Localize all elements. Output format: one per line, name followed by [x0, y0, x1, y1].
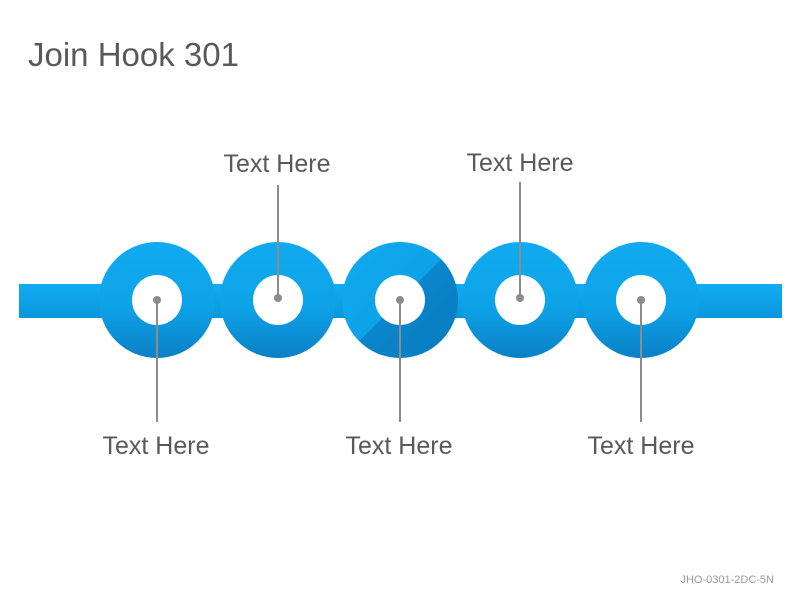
- leader-line-top-1: [274, 185, 282, 302]
- label-top-1: Text Here: [224, 150, 331, 178]
- leader-line-bottom-2: [396, 296, 404, 422]
- leader-line-top-2: [516, 182, 524, 302]
- label-bottom-3: Text Here: [588, 432, 695, 460]
- leader-line-bottom-3: [637, 296, 645, 422]
- label-bottom-1: Text Here: [103, 432, 210, 460]
- footer-code: JHO-0301-2DC-5N: [680, 574, 774, 586]
- leader-line-bottom-1: [153, 296, 161, 422]
- label-bottom-2: Text Here: [346, 432, 453, 460]
- page-title: Join Hook 301: [28, 36, 239, 73]
- label-top-2: Text Here: [467, 149, 574, 177]
